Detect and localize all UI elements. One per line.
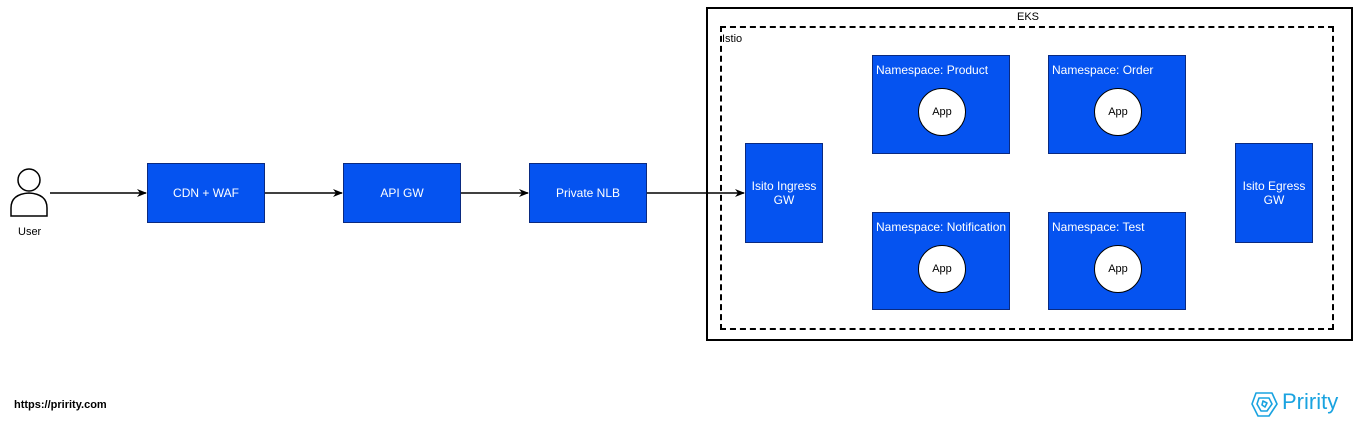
footer-url[interactable]: https://pririty.com bbox=[14, 399, 107, 411]
eks-container bbox=[706, 7, 1353, 341]
brand-logo: Pririty bbox=[1250, 388, 1354, 420]
user-label: User bbox=[18, 226, 42, 238]
istio-ingress-gw-box: Isito Ingress GW bbox=[745, 143, 823, 243]
brand-name: Pririty bbox=[1282, 389, 1339, 414]
cdn-waf-label: CDN + WAF bbox=[173, 186, 239, 200]
user-icon bbox=[10, 168, 48, 217]
app-circle: App bbox=[918, 88, 966, 136]
app-circle: App bbox=[1094, 245, 1142, 293]
namespace-label: Namespace: Test bbox=[1052, 220, 1145, 234]
api-gw-label: API GW bbox=[380, 186, 424, 200]
ingress-label-line1: Isito Ingress bbox=[751, 179, 817, 193]
cdn-waf-box: CDN + WAF bbox=[147, 163, 265, 223]
egress-label-line2: GW bbox=[1263, 193, 1285, 207]
namespace-test: Namespace: Test App bbox=[1048, 212, 1186, 310]
private-nlb-box: Private NLB bbox=[529, 163, 647, 223]
app-circle: App bbox=[1094, 88, 1142, 136]
pririty-logo-icon bbox=[1251, 392, 1278, 417]
namespace-label: Namespace: Order bbox=[1052, 63, 1154, 77]
namespace-order: Namespace: Order App bbox=[1048, 55, 1186, 154]
namespace-notification: Namespace: Notification App bbox=[872, 212, 1010, 310]
ingress-label-line2: GW bbox=[773, 193, 795, 207]
namespace-label: Namespace: Notification bbox=[876, 220, 1007, 234]
user-actor bbox=[8, 166, 50, 218]
app-circle: App bbox=[918, 245, 966, 293]
private-nlb-label: Private NLB bbox=[555, 186, 621, 200]
api-gw-box: API GW bbox=[343, 163, 461, 223]
namespace-label: Namespace: Product bbox=[876, 63, 989, 77]
egress-label-line1: Isito Egress bbox=[1242, 179, 1306, 193]
istio-egress-gw-box: Isito Egress GW bbox=[1235, 143, 1313, 243]
namespace-product: Namespace: Product App bbox=[872, 55, 1010, 154]
eks-label: EKS bbox=[1017, 11, 1040, 23]
istio-label: Istio bbox=[722, 33, 743, 45]
istio-container bbox=[720, 26, 1334, 330]
